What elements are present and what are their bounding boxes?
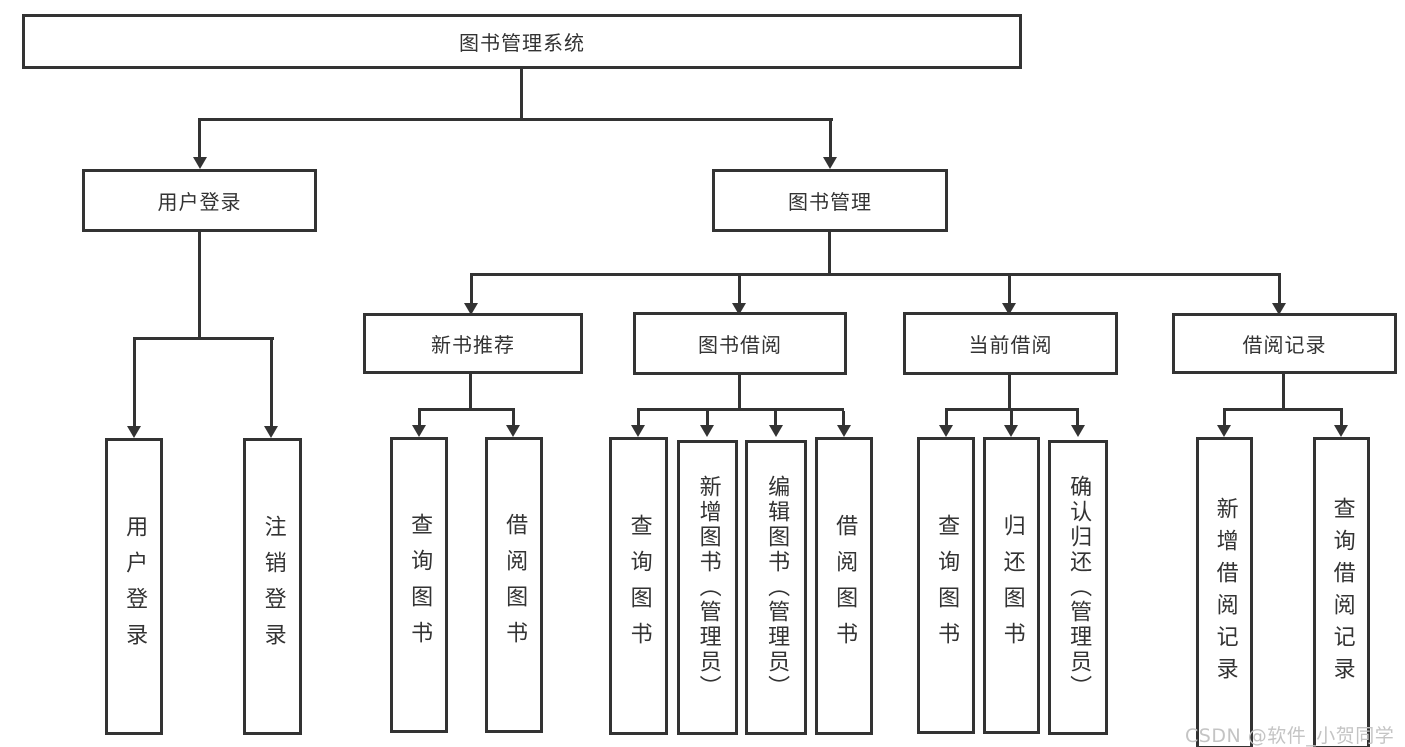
connector-group2-stub (738, 375, 741, 408)
connector-arrow-shaft (1340, 411, 1343, 426)
leaf-add-borrow-record: 新增借阅记录 (1196, 437, 1253, 747)
connector-arrow-shaft (1076, 411, 1079, 426)
arrow-down-icon (700, 425, 714, 437)
connector-arrow-shaft (738, 276, 741, 304)
node-label: 图书借阅 (698, 333, 782, 357)
arrow-down-icon (464, 303, 478, 315)
arrow-down-icon (193, 157, 207, 169)
arrow-down-icon (631, 425, 645, 437)
arrow-down-icon (1272, 303, 1286, 315)
leaf-label: 新增图书（管理员） (695, 475, 721, 700)
leaf-label: 借阅图书 (502, 513, 528, 657)
leaf-query-borrow-record: 查询借阅记录 (1313, 437, 1370, 747)
arrow-down-icon (1071, 425, 1085, 437)
leaf-label: 查询图书 (934, 513, 960, 658)
connector-arrow-shaft (1278, 276, 1281, 304)
arrow-down-icon (127, 426, 141, 438)
arrow-down-icon (837, 425, 851, 437)
arrow-down-icon (939, 425, 953, 437)
connector-arrow-shaft (198, 121, 201, 159)
connector-arrow-shaft (1223, 411, 1226, 426)
node-label: 用户登录 (157, 190, 242, 214)
arrow-down-icon (412, 425, 426, 437)
leaf-user-login: 用户登录 (105, 438, 163, 735)
node-library-management-system: 图书管理系统 (22, 14, 1022, 69)
leaf-label: 查询借阅记录 (1329, 497, 1355, 689)
node-user-login: 用户登录 (82, 169, 317, 232)
node-label: 图书管理 (788, 190, 872, 214)
connector-arrow-shaft (1010, 411, 1013, 426)
leaf-edit-book-admin: 编辑图书（管理员） (745, 440, 807, 735)
arrow-down-icon (769, 425, 783, 437)
connector-arrow-shaft (512, 411, 515, 426)
connector-arrow-shaft (418, 411, 421, 426)
node-label: 图书管理系统 (459, 31, 585, 55)
connector-arrow-shaft (637, 411, 640, 426)
connector-arrow-shaft (774, 411, 777, 426)
connector-arrow-shaft (1008, 276, 1011, 304)
connector-group1-rail (418, 408, 515, 411)
node-new-book-recommendation: 新书推荐 (363, 313, 583, 374)
leaf-label: 确认归还（管理员） (1066, 475, 1092, 700)
connector-arrow-shaft (945, 411, 948, 426)
arrow-down-icon (506, 425, 520, 437)
leaf-query-books-borrowing: 查询图书 (609, 437, 668, 735)
connector-root-stub (520, 66, 523, 118)
node-label: 新书推荐 (431, 333, 515, 357)
connector-arrow-shaft (133, 340, 136, 427)
leaf-logout: 注销登录 (243, 438, 302, 735)
leaf-confirm-return-admin: 确认归还（管理员） (1048, 440, 1108, 735)
connector-group4-rail (1223, 408, 1343, 411)
connector-arrow-shaft (706, 411, 709, 426)
connector-arrow-shaft (270, 340, 273, 427)
leaf-label: 用户登录 (122, 514, 148, 659)
leaf-label: 新增借阅记录 (1212, 497, 1238, 689)
leaf-borrow-books-recommend: 借阅图书 (485, 437, 543, 733)
node-current-borrowing: 当前借阅 (903, 312, 1118, 375)
connector-group2-rail (637, 408, 844, 411)
leaf-label: 查询图书 (626, 514, 652, 658)
leaf-query-books-current: 查询图书 (917, 437, 975, 734)
node-book-management: 图书管理 (712, 169, 948, 232)
leaf-query-books-recommend: 查询图书 (390, 437, 448, 733)
connector-user-login-rail (133, 337, 274, 340)
connector-arrow-shaft (842, 411, 845, 426)
node-label: 当前借阅 (968, 333, 1053, 357)
connector-arrow-shaft (829, 121, 832, 159)
connector-root-rail (198, 118, 833, 121)
node-book-borrowing: 图书借阅 (633, 312, 847, 375)
leaf-label: 编辑图书（管理员） (764, 475, 790, 700)
connector-group1-stub (469, 374, 472, 408)
leaf-add-book-admin: 新增图书（管理员） (677, 440, 738, 735)
connector-group3-rail (945, 408, 1079, 411)
arrow-down-icon (1217, 425, 1231, 437)
connector-group3-stub (1008, 375, 1011, 408)
watermark: CSDN @软件_小贺同学 (1185, 725, 1395, 747)
connector-user-login-stub (198, 232, 201, 337)
leaf-return-books: 归还图书 (983, 437, 1040, 734)
connector-book-mgmt-rail (470, 273, 1281, 276)
leaf-label: 注销登录 (260, 514, 286, 659)
arrow-down-icon (823, 157, 837, 169)
leaf-label: 查询图书 (407, 513, 433, 657)
connector-arrow-shaft (470, 276, 473, 304)
leaf-label: 借阅图书 (832, 514, 858, 658)
node-borrowing-records: 借阅记录 (1172, 313, 1397, 374)
node-label: 借阅记录 (1242, 333, 1327, 357)
arrow-down-icon (1334, 425, 1348, 437)
connector-group4-stub (1282, 374, 1285, 408)
leaf-borrow-books-borrowing: 借阅图书 (815, 437, 873, 735)
leaf-label: 归还图书 (999, 513, 1025, 658)
arrow-down-icon (264, 426, 278, 438)
arrow-down-icon (1004, 425, 1018, 437)
connector-book-mgmt-stub (828, 232, 831, 273)
